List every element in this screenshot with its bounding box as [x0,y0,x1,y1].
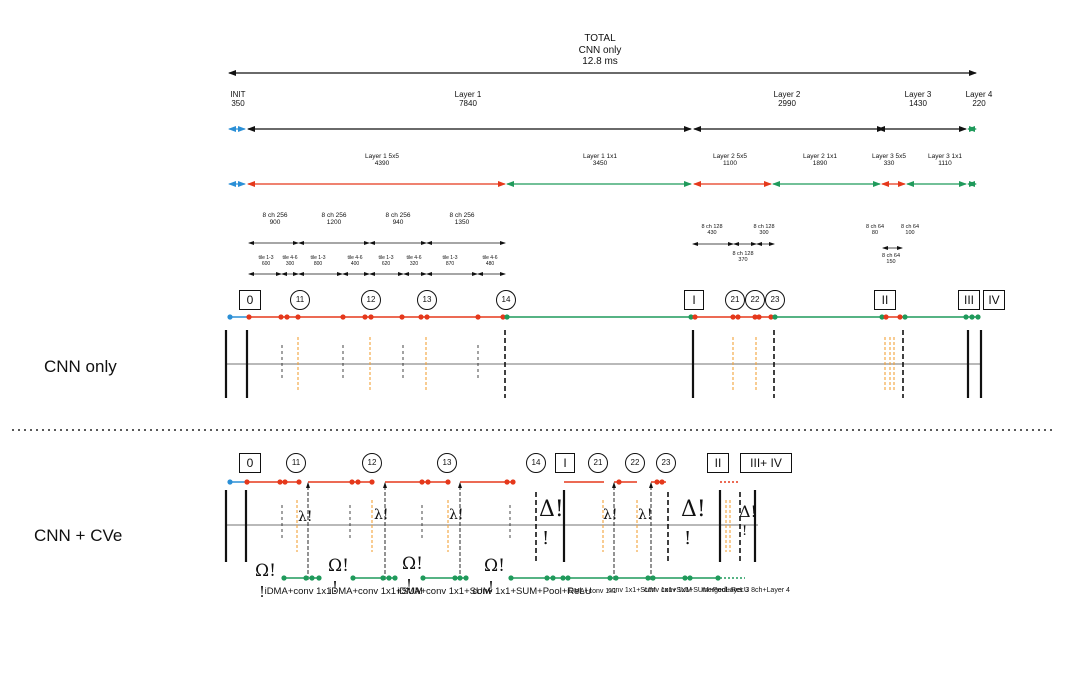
delta-symbol-1: Δ! [539,497,564,522]
op-label-1: iDMA+conv 1x1 [264,586,332,597]
marker-circle-11-cve: 11 [286,453,306,473]
lambda-symbol-2: λ! [374,507,389,523]
marker-circle-13: 13 [417,290,437,310]
marker-box-II-cve: II [707,453,729,473]
delta-bang-2: ! [684,528,692,549]
marker-circle-21-cve: 21 [588,453,608,473]
delta-symbol-3: Δ! [739,502,757,521]
op-label-5: iDMA+conv 1x1 [567,588,617,595]
total-title: TOTAL [584,33,616,44]
marker-box-I: I [684,290,704,310]
row-label-cnn-cve: CNN + CVe [34,526,123,545]
marker-box-0-cve: 0 [239,453,261,473]
omega-bang-3: ! [406,576,413,594]
op-label-6: conv 1x1+SUM [608,587,656,594]
omega-bang-2: ! [332,578,339,596]
marker-circle-14-cve: 14 [526,453,546,473]
op-label-4: conv 1x1+SUM+Pool+ReLU [472,586,592,597]
lambda-symbol-1: λ! [298,509,313,525]
omega-symbol-2: Ω! [328,556,349,576]
marker-box-II: II [874,290,896,310]
cnn-only-timeline [224,314,983,398]
marker-circle-22: 22 [745,290,765,310]
total-duration: 12.8 ms [582,56,618,67]
marker-circle-23: 23 [765,290,785,310]
op-label-9: mergedLayer 3 8ch+Layer 4 [702,587,790,594]
cnn-cve-timeline [224,479,758,581]
marker-box-III: III [958,290,980,310]
op-label-2: iDMA+conv 1x1+SUM [329,586,423,597]
marker-circle-14: 14 [496,290,516,310]
omega-symbol-1: Ω! [255,561,276,581]
op-label-3: iDMA+conv 1x1+SUM [397,586,491,597]
row-label-cnn-only: CNN only [44,357,117,376]
marker-circle-13-cve: 13 [437,453,457,473]
delta-bang-3: ! [742,524,748,539]
omega-bang-1: ! [259,583,266,601]
op-label-7: conv 1x1+SUM [644,587,692,594]
lambda-symbol-4: λ! [603,507,618,523]
marker-circle-21: 21 [725,290,745,310]
marker-circle-22-cve: 22 [625,453,645,473]
delta-bang-1: ! [542,528,550,549]
total-subtitle: CNN only [578,44,622,56]
marker-box-III-IV-cve: III+ IV [740,453,792,473]
marker-circle-23-cve: 23 [656,453,676,473]
omega-symbol-3: Ω! [402,554,423,574]
op-label-8: conv 1x1+SUM+Pool+ReLU [661,587,749,594]
marker-circle-11: 11 [290,290,310,310]
total-label: TOTAL CNN only 12.8 ms [579,33,622,68]
marker-box-I-cve: I [555,453,575,473]
marker-circle-12-cve: 12 [362,453,382,473]
delta-symbol-2: Δ! [681,497,706,522]
marker-box-IV: IV [983,290,1005,310]
omega-symbol-4: Ω! [484,556,505,576]
lambda-symbol-5: λ! [638,507,653,523]
omega-bang-4: ! [488,578,495,596]
marker-circle-12: 12 [361,290,381,310]
marker-box-0: 0 [239,290,261,310]
lambda-symbol-3: λ! [449,507,464,523]
